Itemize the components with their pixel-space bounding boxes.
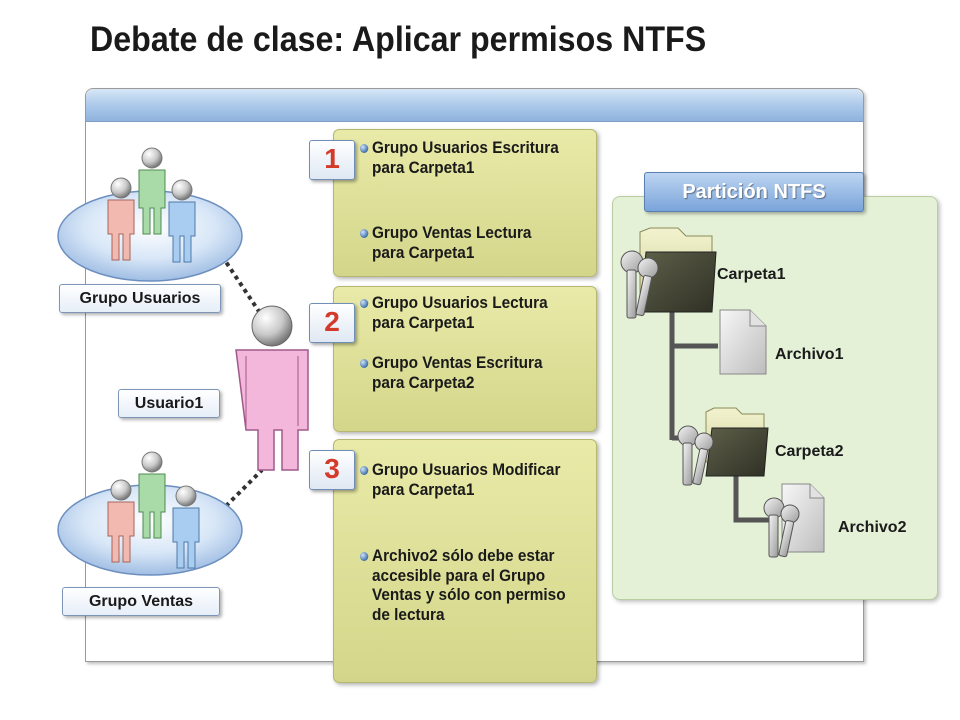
archivo2-key-icon bbox=[763, 497, 800, 558]
grupo-ventas-icon bbox=[57, 451, 243, 576]
bullet-icon bbox=[359, 552, 369, 561]
ntfs-partition-title: Partición NTFS bbox=[644, 172, 864, 212]
tree-connector bbox=[733, 470, 778, 523]
bullet-icon bbox=[359, 359, 369, 368]
usuario1-icon bbox=[235, 305, 309, 471]
page-title: Debate de clase: Aplicar permisos NTFS bbox=[90, 20, 707, 59]
scenario-item: Archivo2 sólo debe estar accesible para … bbox=[359, 547, 567, 625]
scenario-3-number: 3 bbox=[309, 450, 355, 490]
scenario-item: Grupo Usuarios Lectura para Carpeta1 bbox=[359, 294, 567, 333]
carpeta1-folder-icon bbox=[639, 227, 717, 313]
scenario-2-panel: Grupo Usuarios Lectura para Carpeta1 Gru… bbox=[333, 286, 597, 432]
carpeta2-key-icon bbox=[677, 425, 714, 486]
archivo2-file-icon bbox=[781, 483, 825, 553]
connector-ventas-usuario1 bbox=[224, 468, 264, 508]
scenario-3-panel: Grupo Usuarios Modificar para Carpeta1 A… bbox=[333, 439, 597, 683]
grupo-usuarios-label: Grupo Usuarios bbox=[59, 284, 221, 313]
scenario-item: Grupo Ventas Lectura para Carpeta1 bbox=[359, 224, 567, 263]
scenario-item: Grupo Ventas Escritura para Carpeta2 bbox=[359, 354, 567, 393]
scenario-1-number: 1 bbox=[309, 140, 355, 180]
bullet-icon bbox=[359, 229, 369, 238]
bullet-icon bbox=[359, 144, 369, 153]
carpeta2-folder-icon bbox=[705, 407, 769, 477]
scenario-2-number: 2 bbox=[309, 303, 355, 343]
bullet-icon bbox=[359, 466, 369, 475]
bullet-icon bbox=[359, 299, 369, 308]
window-title-bar bbox=[86, 89, 863, 122]
scenario-1-panel: Grupo Usuarios Escritura para Carpeta1 G… bbox=[333, 129, 597, 277]
archivo1-file-icon bbox=[719, 309, 767, 375]
carpeta2-label: Carpeta2 bbox=[775, 443, 844, 460]
archivo2-label: Archivo2 bbox=[838, 519, 907, 536]
carpeta1-key-icon bbox=[620, 250, 659, 319]
archivo1-label: Archivo1 bbox=[775, 346, 844, 363]
grupo-ventas-label: Grupo Ventas bbox=[62, 587, 220, 616]
grupo-usuarios-icon bbox=[57, 147, 243, 282]
usuario1-label: Usuario1 bbox=[118, 389, 220, 418]
carpeta1-label: Carpeta1 bbox=[717, 266, 786, 283]
scenario-item: Grupo Usuarios Modificar para Carpeta1 bbox=[359, 461, 567, 500]
scenario-item: Grupo Usuarios Escritura para Carpeta1 bbox=[359, 139, 567, 178]
